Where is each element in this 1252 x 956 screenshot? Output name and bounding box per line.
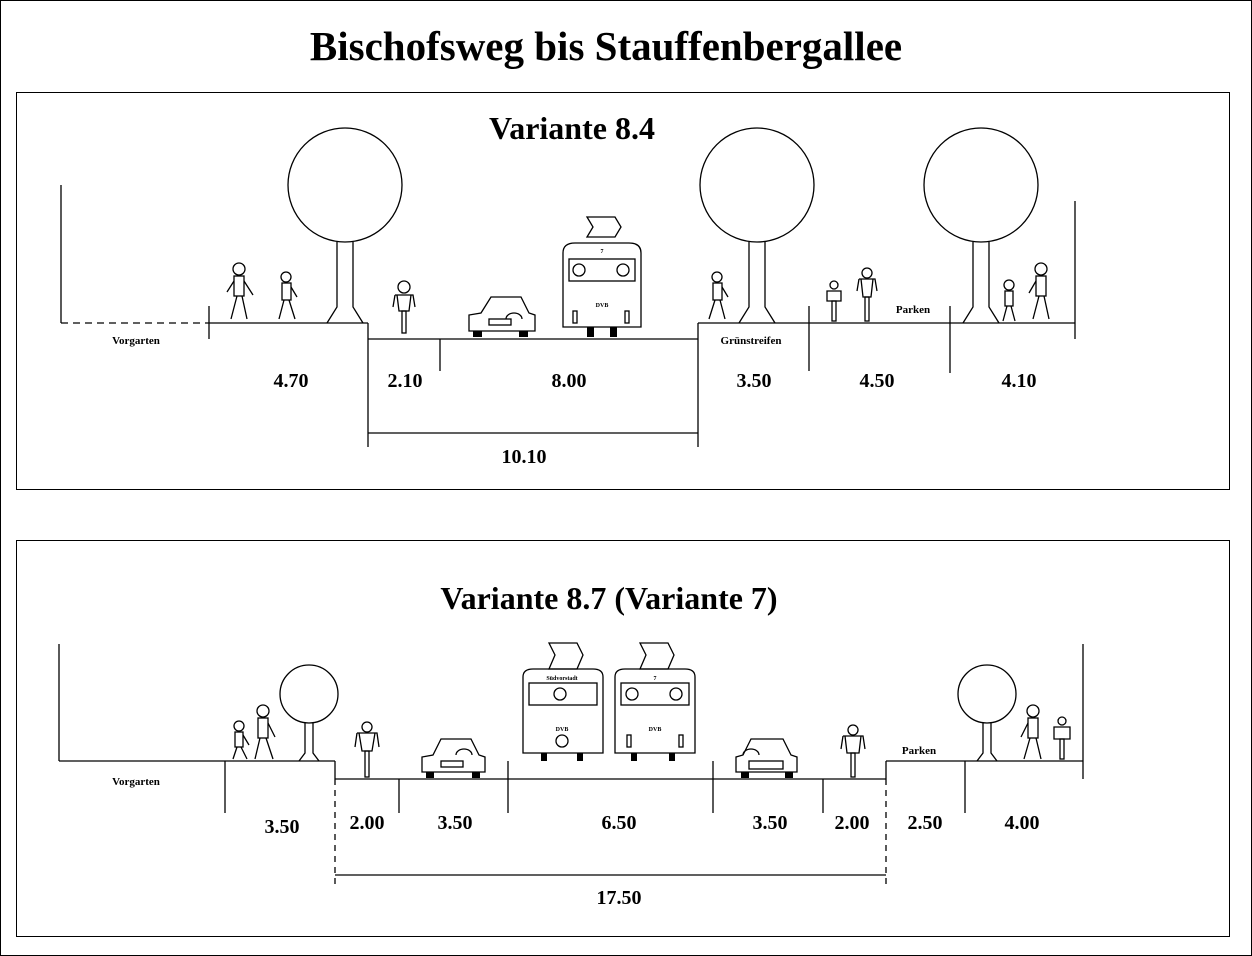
label-parken: Parken (896, 304, 930, 316)
tram-icon: 7 DVB (562, 216, 642, 337)
svg-text:DVB: DVB (556, 727, 569, 733)
width-label: 4.00 (1005, 812, 1040, 834)
width-label: 6.50 (602, 812, 637, 834)
pedestrian-icon (254, 704, 276, 760)
lane-dividers (208, 306, 951, 447)
width-label: 2.10 (388, 370, 423, 392)
tram-icon: 7 DVB (614, 642, 696, 761)
label-vorgarten: Vorgarten (112, 776, 160, 788)
total-width-label: 10.10 (502, 446, 547, 468)
total-width-label: 17.50 (597, 887, 642, 909)
width-label: 3.50 (438, 812, 473, 834)
variant-title: Variante 8.4 (489, 110, 655, 146)
svg-text:Südvorstadt: Südvorstadt (546, 676, 577, 682)
car-icon (421, 738, 486, 778)
svg-text:7: 7 (654, 676, 657, 682)
cyclist-icon (354, 721, 380, 778)
width-label: 3.50 (753, 812, 788, 834)
pedestrian-icon (1028, 262, 1050, 320)
width-label: 2.00 (835, 812, 870, 834)
cross-section-8-7: Variante 8.7 (Variante 7) (58, 580, 1084, 909)
width-label: 4.70 (274, 370, 309, 392)
width-label: 2.00 (350, 812, 385, 834)
cyclist-icon (826, 280, 842, 322)
svg-text:DVB: DVB (596, 303, 609, 309)
cyclist-icon (840, 724, 866, 778)
cyclist-icon (1053, 716, 1071, 760)
label-vorgarten: Vorgarten (112, 335, 160, 347)
pedestrian-icon (1020, 704, 1042, 760)
tree-icon (287, 127, 403, 324)
pedestrian-icon (232, 720, 250, 760)
width-label: 2.50 (908, 812, 943, 834)
variant-panel-8-4: Variante 8.4 (16, 92, 1230, 490)
label-gruenstreifen: Grünstreifen (721, 335, 782, 347)
pedestrian-icon (278, 271, 298, 320)
ground-profile (60, 185, 1076, 340)
width-label: 3.50 (737, 370, 772, 392)
tree-icon (279, 664, 339, 762)
cyclist-icon (392, 280, 416, 334)
tram-icon: Südvorstadt DVB (522, 642, 604, 761)
pedestrian-icon (708, 271, 729, 320)
width-label: 3.50 (265, 816, 300, 838)
variant-title: Variante 8.7 (Variante 7) (440, 580, 777, 616)
width-label: 4.10 (1002, 370, 1037, 392)
ground-profile (58, 644, 1084, 780)
svg-text:DVB: DVB (649, 727, 662, 733)
pedestrian-icon (1002, 279, 1016, 322)
variant-panel-8-7: Variante 8.7 (Variante 7) (16, 540, 1230, 937)
label-parken: Parken (902, 745, 936, 757)
tree-icon (699, 127, 815, 324)
car-icon (468, 296, 536, 337)
page-title: Bischofsweg bis Stauffenbergallee (309, 23, 903, 69)
width-label: 4.50 (860, 370, 895, 392)
tree-icon (923, 127, 1039, 324)
width-label: 8.00 (552, 370, 587, 392)
tree-icon (957, 664, 1017, 762)
pedestrian-icon (226, 262, 254, 320)
car-icon (735, 738, 798, 778)
svg-text:7: 7 (601, 249, 604, 255)
lane-dividers (224, 761, 966, 889)
cross-section-8-4: Variante 8.4 (60, 110, 1076, 468)
cyclist-icon (856, 267, 878, 322)
